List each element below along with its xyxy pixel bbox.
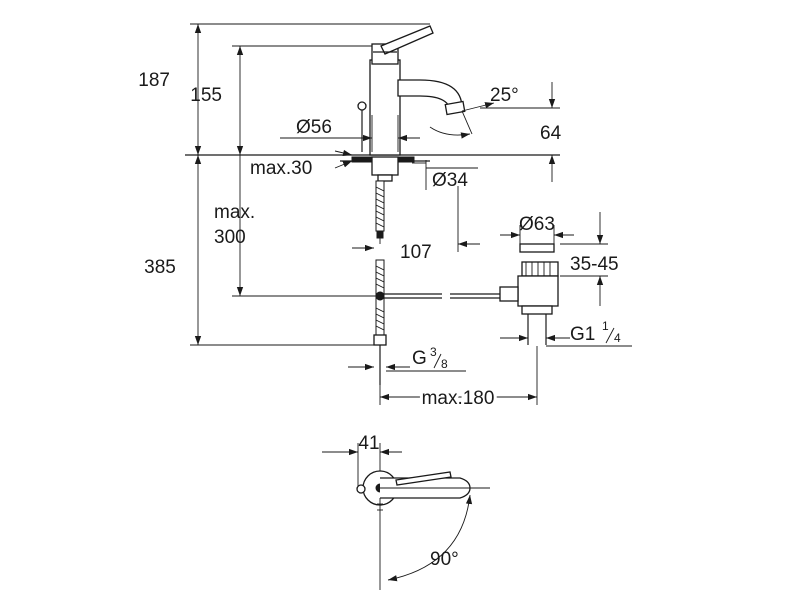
waste-thread-num: 1 (602, 319, 609, 333)
spout-projection-label: 64 (540, 123, 562, 144)
top-view: 41 90° (322, 433, 490, 590)
pipe-length-label: 385 (144, 257, 176, 278)
deck-thickness-label: max.30 (250, 158, 312, 179)
waste-valve (499, 243, 559, 345)
deck-thickness-dimension: max.30 (250, 149, 353, 179)
hose-length-label-2: 300 (214, 227, 246, 248)
waste-thread-den: 4 (614, 331, 621, 345)
waste-diameter-label: Ø63 (519, 214, 555, 235)
hole-diameter-label: Ø34 (432, 170, 468, 191)
hose-length-dimension: max. 300 (214, 155, 374, 296)
connection-thread-base: G (412, 348, 427, 369)
side-view: 187 155 25° (138, 23, 632, 412)
waste-diameter-dimension: Ø63 (500, 214, 574, 244)
max-reach-label: max.180 (422, 388, 495, 409)
height-total-label: 187 (138, 70, 170, 91)
spout-angle-dimension: 25° (429, 85, 519, 139)
rotation-angle-dimension: 90° (379, 494, 473, 590)
base-diameter-label: Ø56 (296, 117, 332, 138)
spout-angle-label: 25° (490, 85, 519, 106)
connection-thread-den: 8 (441, 357, 448, 371)
rotation-angle-label: 90° (430, 549, 459, 570)
connection-thread-dimension: G 3 8 (348, 345, 466, 372)
waste-offset-dimension: 107 (400, 186, 480, 263)
height-total-dimension: 187 (138, 23, 430, 155)
supply-hose-upper (375, 180, 385, 244)
base-diameter-dimension: Ø56 (280, 115, 420, 152)
height-spout-dimension: 155 (190, 45, 372, 155)
waste-thread-base: G1 (570, 324, 595, 345)
faucet-body (357, 25, 466, 156)
supply-hose-lower (373, 259, 387, 385)
pull-rod (232, 291, 500, 301)
hose-length-label-1: max. (214, 202, 255, 223)
connection-thread-num: 3 (430, 345, 437, 359)
offset-label: 41 (358, 433, 379, 454)
spout-projection-dimension: 64 (480, 82, 562, 182)
offset-dimension: 41 (322, 433, 402, 487)
faucet-top (356, 470, 490, 556)
waste-range-dimension: 35-45 (560, 212, 619, 306)
pipe-length-dimension: 385 (144, 155, 376, 346)
hole-diameter-dimension: Ø34 (412, 160, 478, 191)
max-reach-dimension: max.180 (379, 346, 538, 412)
shank (351, 156, 415, 182)
waste-offset-label: 107 (400, 242, 432, 263)
waste-thread-dimension: G1 1 4 (500, 319, 632, 347)
waste-range-label: 35-45 (570, 254, 619, 275)
height-spout-label: 155 (190, 85, 222, 106)
